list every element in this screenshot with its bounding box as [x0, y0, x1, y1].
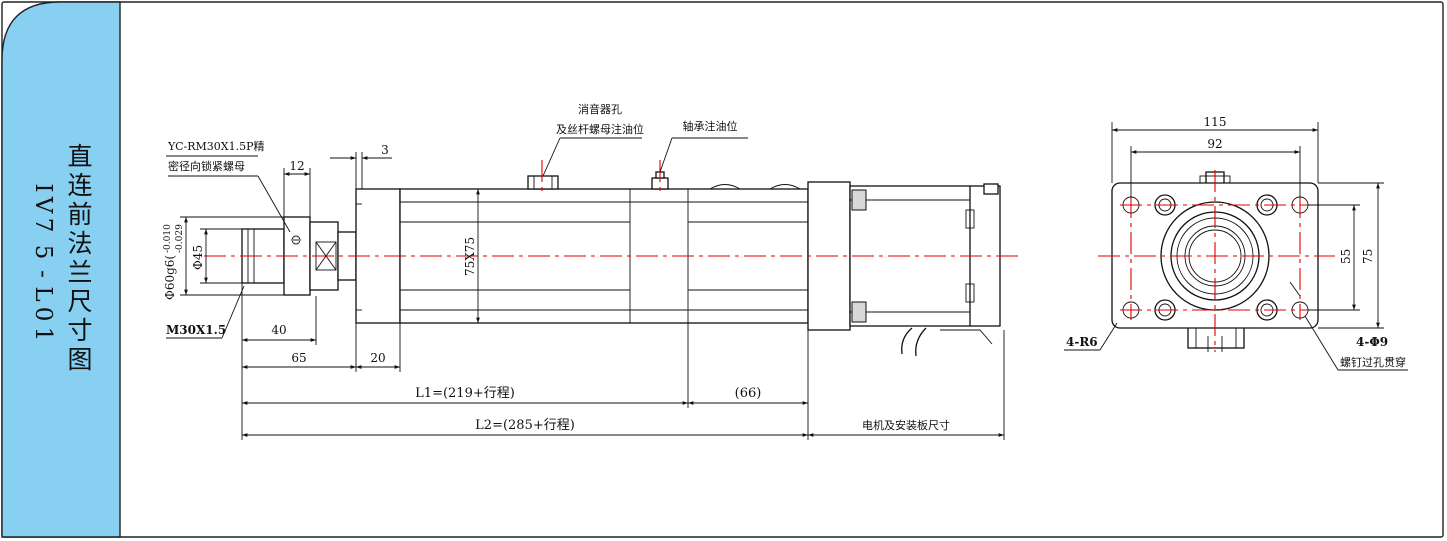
dim-4-r6: 4-R6	[1066, 335, 1098, 349]
dim-L2: L2=(285+行程)	[475, 418, 575, 433]
dim-L1: L1=(219+行程)	[415, 386, 515, 401]
model-char: L	[30, 286, 56, 301]
front-view: 115 92 55 75 4-R6 4-Φ9 螺钉过孔贯穿	[1064, 115, 1408, 371]
model-char: I	[30, 183, 56, 192]
dim-20: 20	[370, 351, 385, 365]
model-char: V	[30, 196, 56, 214]
muffler-note-line1: 消音器孔	[578, 102, 622, 116]
nut-screw-icon	[291, 235, 301, 245]
model-char: 7	[30, 218, 56, 233]
dim-12: 12	[289, 159, 304, 173]
title-char: 尺	[67, 287, 92, 316]
dim-phi45: Φ45	[191, 245, 205, 270]
bearing-oil-note: 轴承注油位	[683, 119, 738, 133]
dim-4-phi9: 4-Φ9	[1356, 335, 1388, 349]
title-char: 法	[67, 229, 92, 258]
title-char: 兰	[67, 258, 92, 287]
dim-phi60-upper: -0.010	[163, 224, 173, 253]
dim-115: 115	[1204, 115, 1227, 129]
model-char: 1	[30, 327, 56, 342]
dim-m30: M30X1.5	[166, 323, 226, 337]
dim-65: 65	[291, 351, 306, 365]
lock-nut-note-line1: YC-RM30X1.5P精	[167, 140, 264, 153]
model-char: 0	[30, 307, 56, 322]
dim-75: 75	[1361, 249, 1375, 264]
muffler-fitting	[527, 175, 559, 190]
dim-40: 40	[271, 323, 286, 337]
model-char: -	[30, 270, 56, 278]
sidebar-tab	[1, 1, 121, 538]
dim-phi60: Φ60g6(	[163, 255, 177, 300]
title-char: 直	[67, 142, 92, 171]
dim-phi60-lower: -0.029	[175, 224, 185, 253]
muffler-note-line2: 及丝杆螺母注油位	[556, 122, 644, 136]
sidebar-title: 直 连 前 法 兰 尺 寸 图	[67, 142, 92, 374]
lock-nut-note-line2: 密径向锁紧螺母	[168, 159, 245, 173]
title-char: 前	[67, 200, 92, 229]
motor-note: 电机及安装板尺寸	[862, 418, 950, 432]
sidebar-model: I V 7 5 - L 0 1	[30, 183, 56, 341]
title-char: 连	[67, 171, 92, 200]
model-char: 5	[30, 245, 56, 260]
dim-3: 3	[381, 143, 389, 157]
dim-92: 92	[1207, 137, 1222, 151]
dim-66: (66)	[735, 386, 762, 401]
motor-cable	[901, 327, 913, 355]
side-view: YC-RM30X1.5P精 密径向锁紧螺母 12 3 消音器孔 及丝杆螺母注油位…	[163, 102, 1018, 440]
title-char: 寸	[67, 316, 92, 345]
title-char: 图	[67, 345, 92, 374]
dim-55: 55	[1339, 249, 1353, 264]
dim-75x75: 75X75	[463, 237, 477, 276]
through-hole-note: 螺钉过孔贯穿	[1340, 355, 1406, 369]
